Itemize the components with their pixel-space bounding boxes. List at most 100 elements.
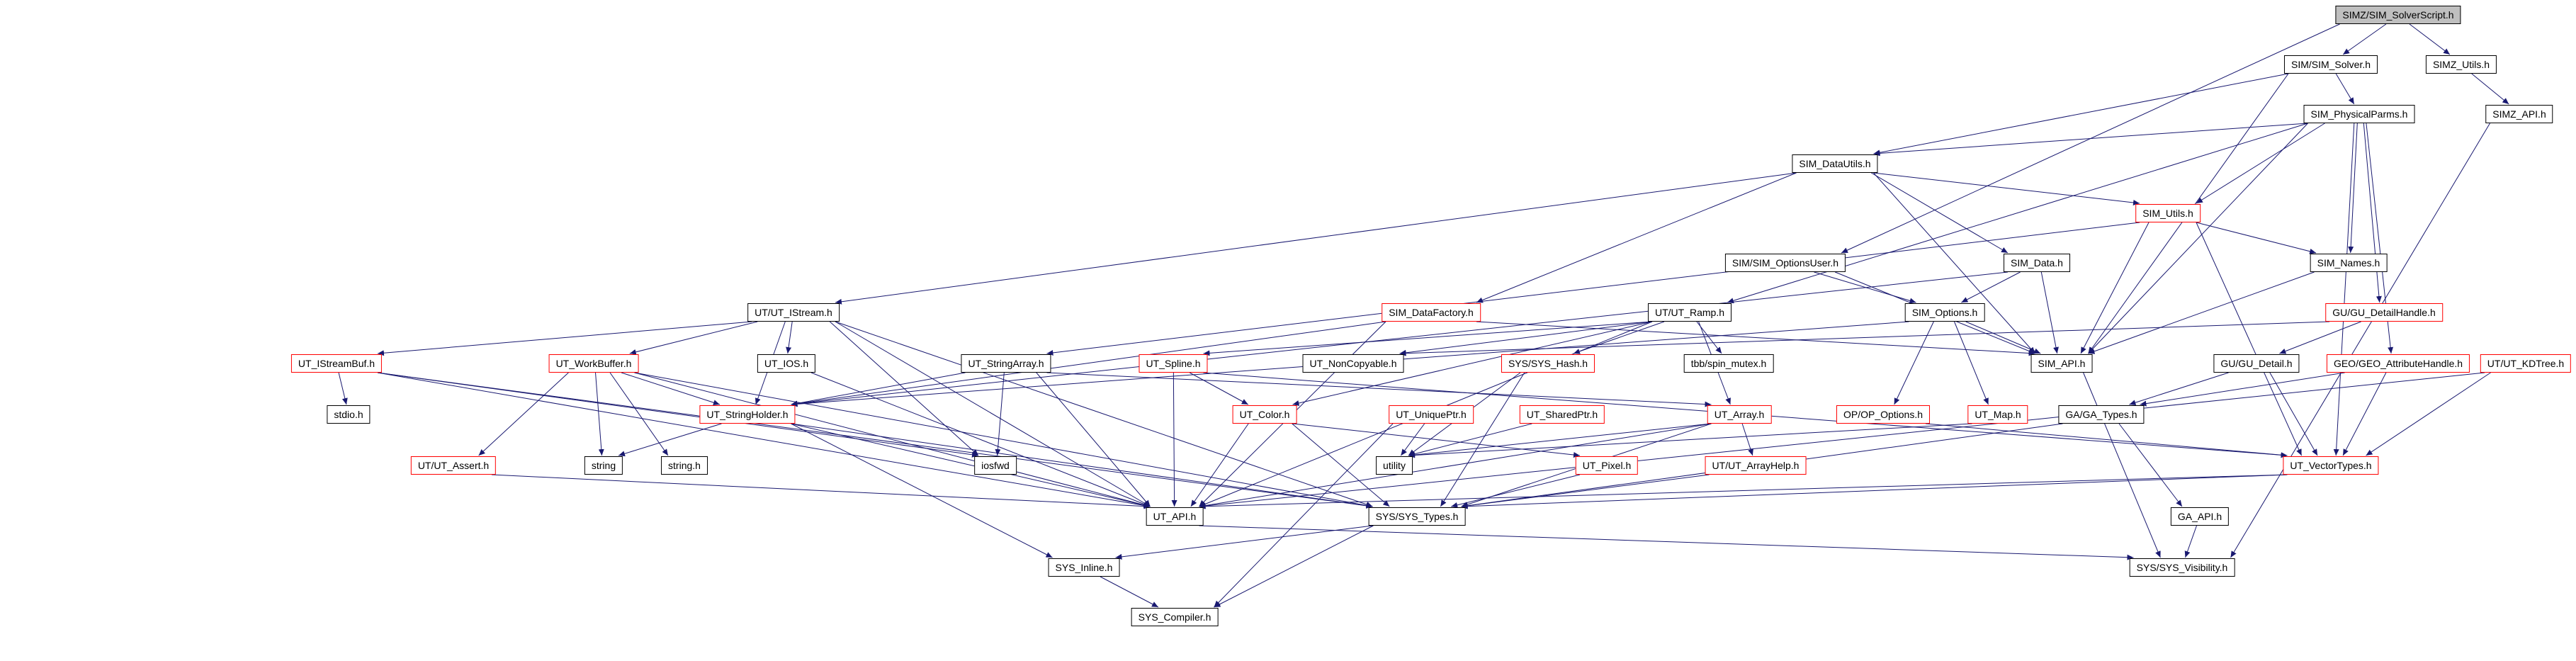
graph-node-sim_optionsuser[interactable]: SIM/SIM_OptionsUser.h [1724, 254, 1846, 272]
edge-ut_istream-to-sys_types [835, 321, 1373, 507]
graph-node-sys_types[interactable]: SYS/SYS_Types.h [1368, 507, 1466, 526]
graph-node-sys_inline[interactable]: SYS_Inline.h [1048, 558, 1120, 577]
edge-ut_ramp-to-ut_color [1292, 321, 1653, 406]
graph-node-gu_detailhandle[interactable]: GU/GU_DetailHandle.h [2325, 303, 2443, 322]
graph-node-sim_datafactory[interactable]: SIM_DataFactory.h [1382, 303, 1481, 322]
graph-node-ut_assert[interactable]: UT/UT_Assert.h [410, 456, 497, 475]
edge-ut_array-to-utility [1408, 423, 1712, 458]
graph-node-tbb_spin_mutex[interactable]: tbb/spin_mutex.h [1683, 354, 1774, 373]
edge-ut_workbuffer-to-ut_api [634, 372, 1151, 508]
edge-ut_workbuffer-to-string_h [609, 372, 669, 456]
edge-ut_ramp-to-sys_hash [1573, 321, 1665, 354]
edge-ut_api-to-sys_visibility [1199, 525, 2134, 560]
edge-ut_kdtree-to-ut_api [1199, 372, 2485, 509]
edge-ut_pixel-to-sys_types [1451, 474, 1581, 508]
graph-node-utility[interactable]: utility [1376, 456, 1413, 475]
graph-node-ut_array[interactable]: UT_Array.h [1707, 405, 1772, 424]
edge-sim_physicalparms-to-sim_utils [2196, 123, 2325, 204]
edge-sys_inline-to-sys_compiler [1100, 576, 1159, 608]
edge-sim_datautils-to-sim_utils [1873, 172, 2140, 205]
edge-ut_ramp-to-ut_noncopyable [1399, 321, 1653, 356]
edge-gu_detail-to-ut_vectortypes [2269, 372, 2318, 456]
edge-sim_physicalparms-to-gu_detailhandle [2363, 123, 2382, 303]
edge-ut_stringarray-to-ut_api [1036, 372, 1151, 507]
graph-node-ut_kdtree[interactable]: UT/UT_KDTree.h [2480, 354, 2572, 373]
graph-node-sim_datautils[interactable]: SIM_DataUtils.h [1792, 154, 1878, 173]
graph-node-simz_api[interactable]: SIMZ_API.h [2485, 105, 2553, 123]
graph-node-ut_istreambuf[interactable]: UT_IStreamBuf.h [290, 354, 383, 373]
edge-ut_sharedptr-to-utility [1408, 423, 1532, 457]
graph-node-sim_api[interactable]: SIM_API.h [2030, 354, 2093, 373]
graph-node-ut_ramp[interactable]: UT/UT_Ramp.h [1647, 303, 1732, 322]
edge-ut_vectortypes-to-ut_api [1199, 474, 2288, 509]
edge-ut_uniqueptr-to-sys_compiler [1214, 423, 1394, 608]
edge-sim_api-to-sys_visibility [2083, 372, 2161, 558]
graph-node-sim_names[interactable]: SIM_Names.h [2310, 254, 2388, 272]
graph-node-stdio[interactable]: stdio.h [327, 405, 371, 424]
graph-node-ut_sharedptr[interactable]: UT_SharedPtr.h [1519, 405, 1605, 424]
graph-node-sim_physicalparms[interactable]: SIM_PhysicalParms.h [2303, 105, 2415, 123]
edge-sim_utils-to-ut_stringarray [1046, 222, 2140, 356]
edge-ut_vectortypes-to-sys_types [1461, 474, 2288, 509]
graph-node-string[interactable]: string [584, 456, 623, 475]
graph-node-sys_visibility[interactable]: SYS/SYS_Visibility.h [2129, 558, 2235, 577]
edge-ut_spline-to-ut_color [1189, 372, 1249, 405]
edge-sim_physicalparms-to-ut_vectortypes [2333, 123, 2355, 456]
edge-gu_detailhandle-to-ut_noncopyable [1399, 321, 2330, 356]
edge-sys_types-to-sys_compiler [1214, 525, 1374, 608]
edge-ut_istreambuf-to-stdio [338, 372, 348, 405]
edge-sim_solver-to-sim_physicalparms [2335, 73, 2355, 105]
graph-node-ut_stringholder[interactable]: UT_StringHolder.h [699, 405, 796, 424]
edge-sim_physicalparms-to-ut_ramp [1727, 123, 2308, 304]
graph-node-ut_api[interactable]: UT_API.h [1146, 507, 1204, 526]
edge-sim_physicalparms-to-sim_api [2088, 123, 2308, 354]
graph-node-ut_istream[interactable]: UT/UT_IStream.h [747, 303, 840, 322]
graph-node-ut_stringarray[interactable]: UT_StringArray.h [961, 354, 1051, 373]
edge-simz_utils-to-simz_api [2471, 73, 2509, 105]
edge-ut_ios-to-ut_api [810, 372, 1151, 507]
graph-node-gu_detail[interactable]: GU/GU_Detail.h [2213, 354, 2300, 373]
graph-node-ut_arrayhelp[interactable]: UT/UT_ArrayHelp.h [1705, 456, 1807, 475]
graph-node-sys_hash[interactable]: SYS/SYS_Hash.h [1501, 354, 1595, 373]
edge-sim_options-to-ut_map [1954, 321, 1989, 405]
edge-ut_spline-to-ut_api [1171, 372, 1177, 507]
edge-ut_istreambuf-to-sys_types [377, 372, 1373, 509]
edge-gu_detail-to-ga_types [2129, 372, 2229, 406]
graph-node-ut_vectortypes[interactable]: UT_VectorTypes.h [2283, 456, 2379, 475]
graph-node-sim_options[interactable]: SIM_Options.h [1904, 303, 1985, 322]
graph-node-ut_workbuffer[interactable]: UT_WorkBuffer.h [548, 354, 639, 373]
graph-node-ut_pixel[interactable]: UT_Pixel.h [1575, 456, 1639, 475]
graph-node-solverscript[interactable]: SIMZ/SIM_SolverScript.h [2335, 6, 2461, 24]
edge-ut_arrayhelp-to-sys_types [1461, 474, 1710, 509]
edge-ut_stringarray-to-ut_stringholder [791, 372, 966, 407]
edge-sim_datautils-to-ut_istream [835, 172, 1797, 305]
graph-node-ut_spline[interactable]: UT_Spline.h [1139, 354, 1208, 373]
graph-node-ut_noncopyable[interactable]: UT_NonCopyable.h [1302, 354, 1404, 373]
graph-node-string_h[interactable]: string.h [661, 456, 708, 475]
graph-node-sim_data[interactable]: SIM_Data.h [2004, 254, 2070, 272]
graph-node-ut_uniqueptr[interactable]: UT_UniquePtr.h [1389, 405, 1474, 424]
edge-sim_options-to-sim_api [1965, 321, 2041, 354]
graph-node-ut_color[interactable]: UT_Color.h [1232, 405, 1297, 424]
graph-node-sim_utils[interactable]: SIM_Utils.h [2135, 204, 2201, 222]
edge-ut_stringholder-to-ut_api [791, 423, 1151, 508]
edge-ut_istream-to-ut_api [835, 321, 1151, 507]
graph-node-iosfwd[interactable]: iosfwd [974, 456, 1017, 475]
edge-ut_array-to-ut_api [1199, 423, 1712, 509]
graph-node-ut_ios[interactable]: UT_IOS.h [757, 354, 816, 373]
graph-node-ut_map[interactable]: UT_Map.h [1967, 405, 2028, 424]
edge-ut_color-to-ut_api [1190, 423, 1249, 507]
graph-node-ga_api[interactable]: GA_API.h [2170, 507, 2230, 526]
edge-ga_types-to-ga_api [2118, 423, 2183, 507]
graph-node-ga_types[interactable]: GA/GA_Types.h [2058, 405, 2145, 424]
edge-sim_utils-to-sim_names [2196, 222, 2317, 254]
graph-node-sim_solver[interactable]: SIM/SIM_Solver.h [2283, 55, 2378, 74]
graph-node-sys_compiler[interactable]: SYS_Compiler.h [1131, 608, 1219, 626]
graph-node-op_options[interactable]: OP/OP_Options.h [1836, 405, 1931, 424]
edge-ut_istreambuf-to-ut_api [377, 372, 1151, 509]
edge-sim_datautils-to-sim_data [1871, 172, 2009, 254]
graph-node-geo_attributehandle[interactable]: GEO/GEO_AttributeHandle.h [2326, 354, 2470, 373]
edge-ut_color-to-ut_pixel [1292, 423, 1581, 458]
graph-node-simz_utils[interactable]: SIMZ_Utils.h [2425, 55, 2497, 74]
